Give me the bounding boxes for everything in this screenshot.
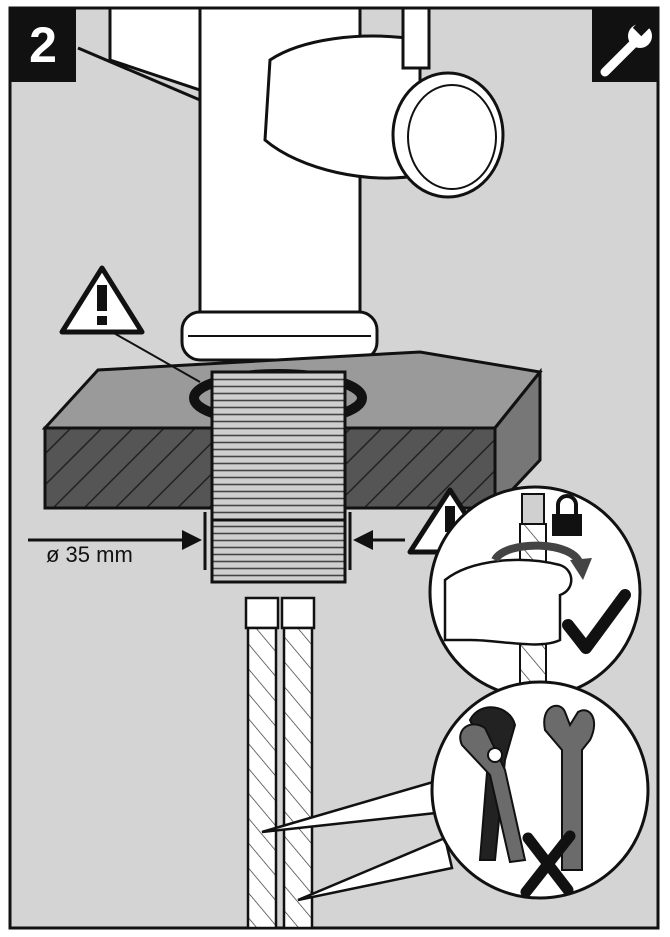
warning-triangle-icon (59, 265, 201, 383)
faucet-body (77, 8, 505, 330)
open-end-wrench-icon (543, 704, 596, 871)
diameter-label: ø 35 mm (46, 542, 133, 567)
step-number: 2 (10, 8, 76, 82)
faucet-flange (180, 310, 379, 362)
rotation-arrow (491, 541, 584, 567)
cross-icon (520, 830, 576, 898)
hand (443, 558, 573, 646)
callout-leaders (261, 778, 454, 902)
threaded-shank (210, 370, 347, 584)
padlock-icon (552, 494, 582, 536)
supply-hoses (244, 596, 316, 928)
callout-correct (428, 485, 642, 699)
connector-nut (521, 493, 545, 525)
pliers-icon (459, 706, 527, 864)
checkmark-icon (562, 589, 631, 654)
callout-wrong (430, 680, 650, 900)
dimension-arrows (28, 512, 405, 570)
wrench-icon (592, 8, 658, 82)
